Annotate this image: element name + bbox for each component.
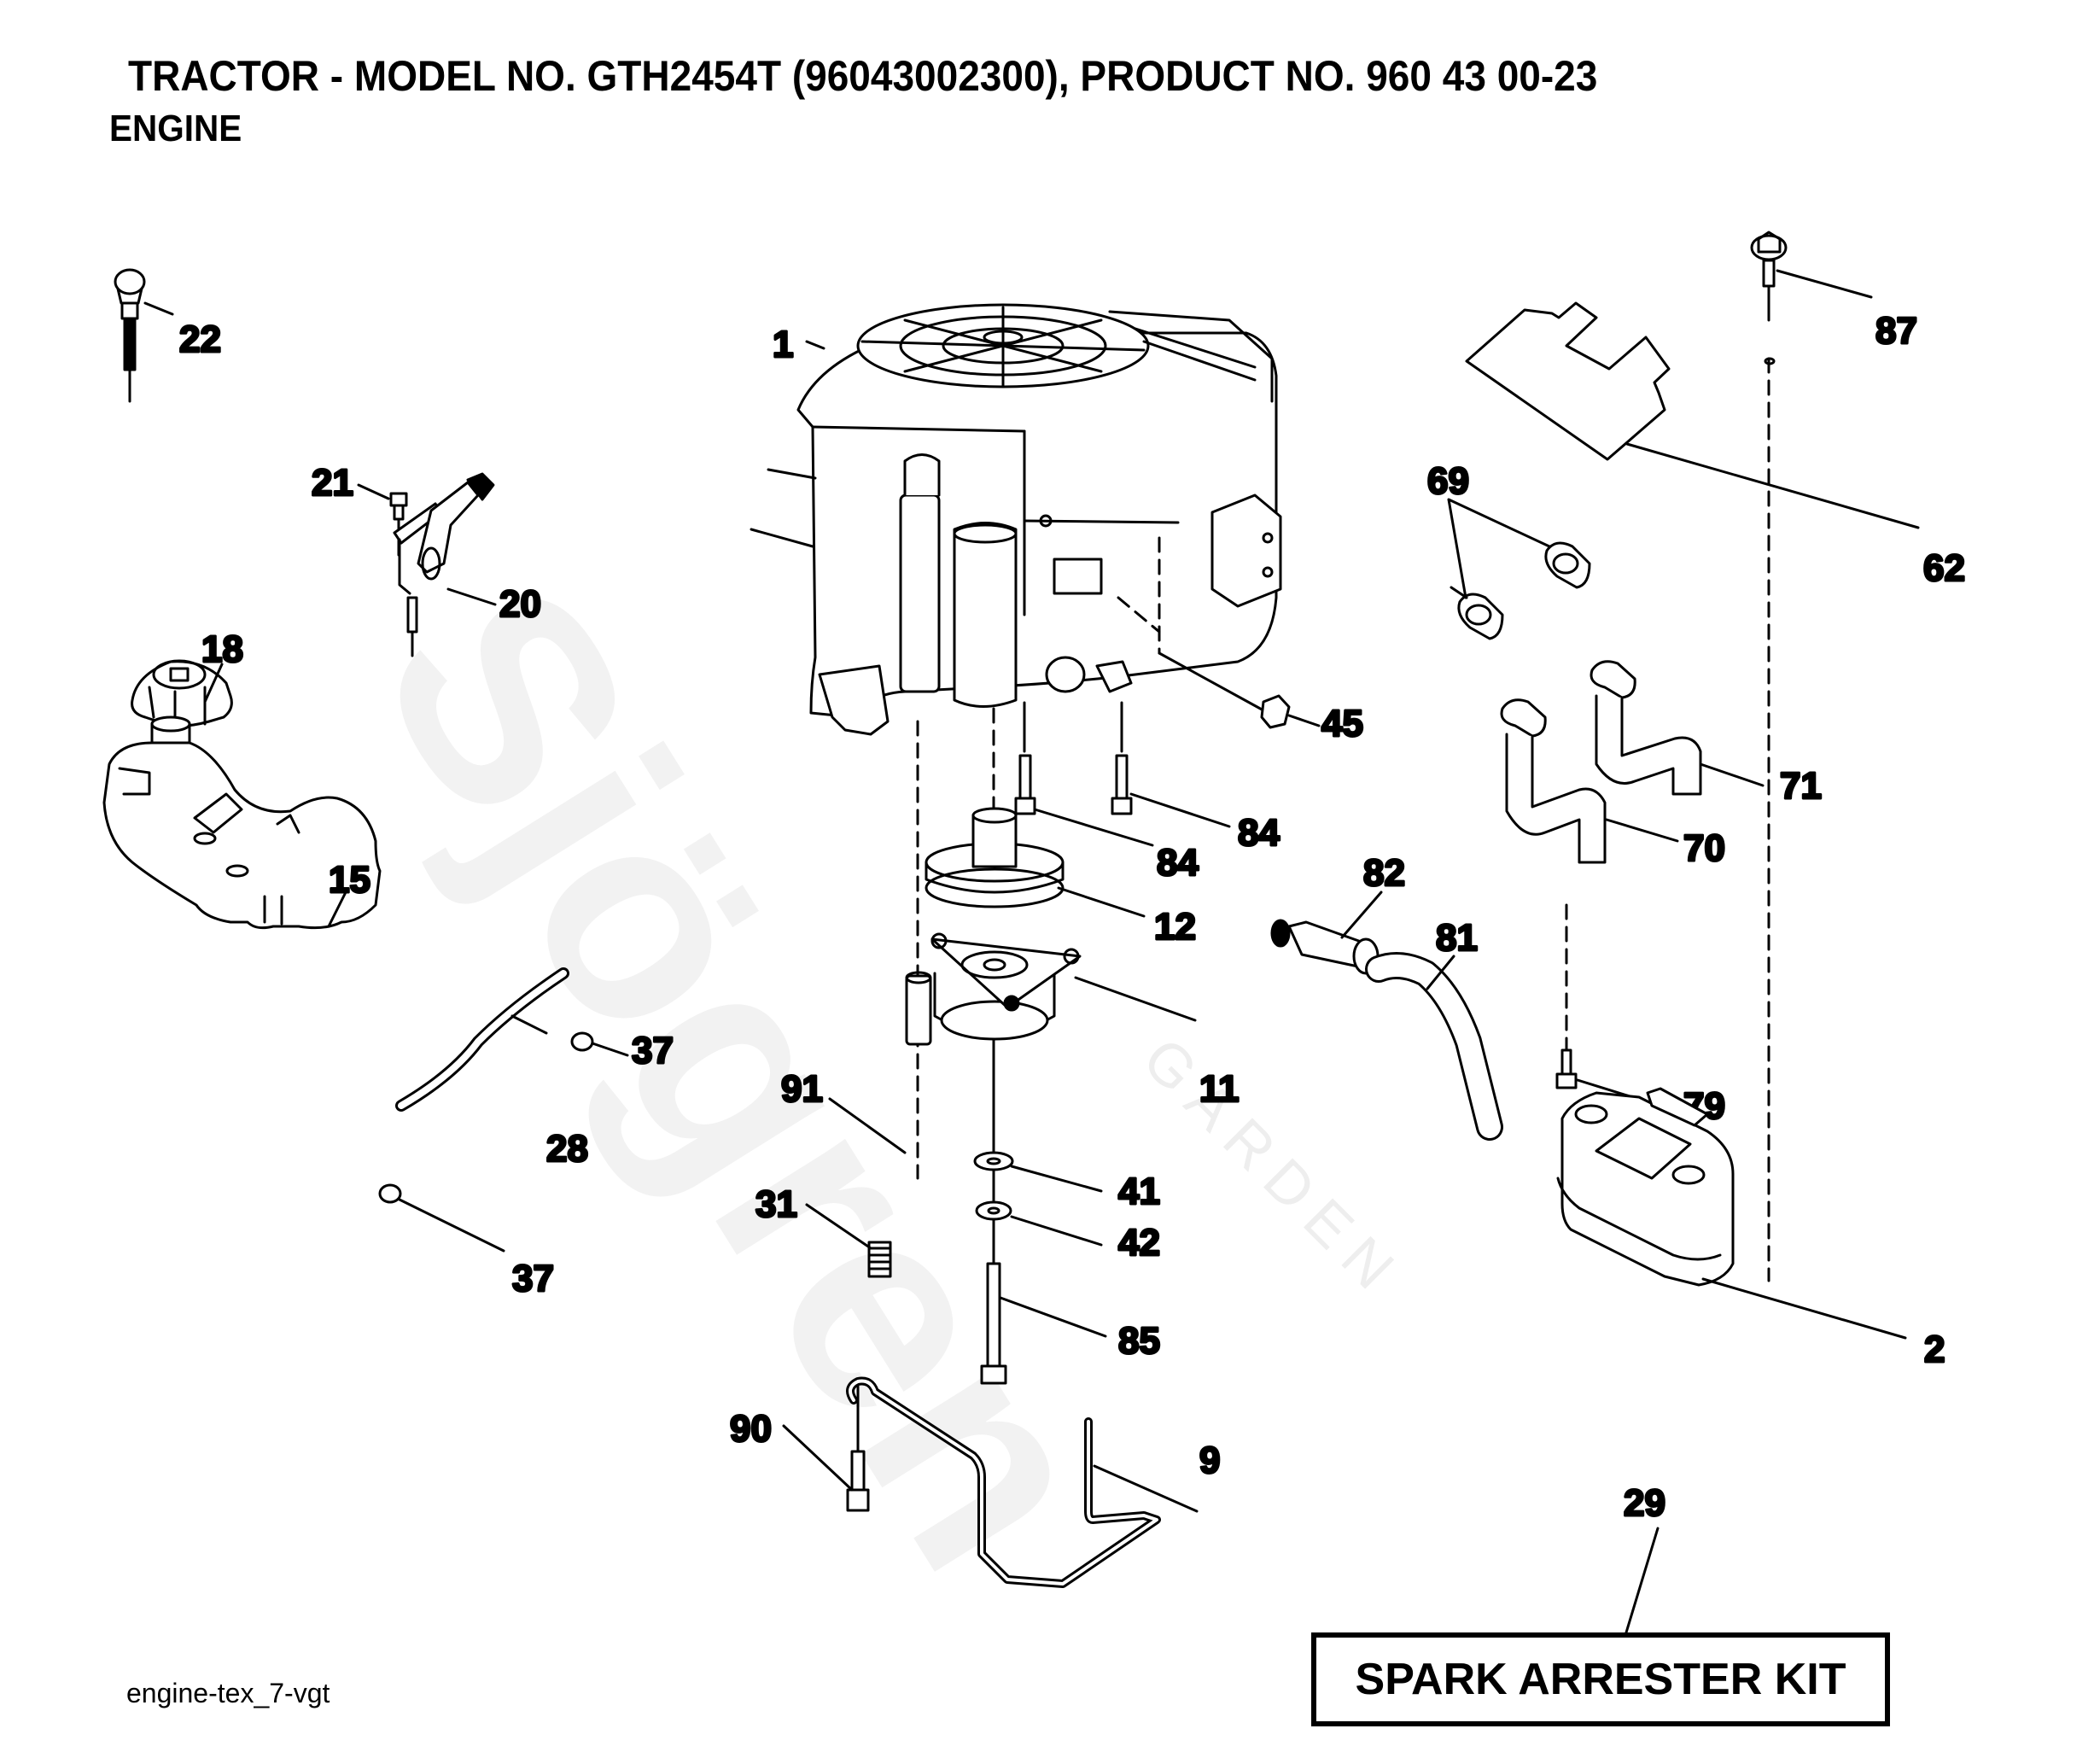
callout-91[interactable]: 91 [780,1067,825,1112]
callout-41[interactable]: 41 [1117,1170,1162,1214]
part-91-spacer[interactable] [905,971,932,1046]
callout-31[interactable]: 31 [755,1183,799,1227]
leader-42 [1010,1215,1103,1247]
callout-90[interactable]: 90 [729,1407,773,1451]
leader-9 [1093,1464,1199,1513]
callout-21[interactable]: 21 [311,461,355,505]
leader-37a [591,1042,629,1057]
callout-22[interactable]: 22 [178,318,223,362]
part-62-heat-shield[interactable] [1465,301,1776,461]
part-28-fuel-line[interactable] [395,967,569,1112]
callout-42[interactable]: 42 [1117,1221,1162,1265]
callout-15[interactable]: 15 [328,858,372,902]
part-22-choke-knob[interactable] [114,268,146,403]
part-84-bolt-left[interactable] [1014,754,1036,815]
leader-15 [327,891,347,928]
leader-21 [357,483,390,500]
callout-11[interactable]: 11 [1199,1067,1241,1112]
part-37-hose-clamp-lower[interactable] [378,1183,402,1204]
leader-62 [1625,442,1920,529]
leader-20 [446,587,497,606]
leader-28 [510,1014,548,1035]
leader-11 [1074,976,1197,1022]
leader-41 [1010,1165,1103,1193]
callout-9[interactable]: 9 [1199,1439,1222,1483]
part-71-exhaust-pipe-right[interactable] [1590,660,1702,796]
callout-71[interactable]: 71 [1779,764,1823,809]
part-82-drain-valve[interactable] [1270,919,1380,975]
callout-62[interactable]: 62 [1922,546,1967,591]
callout-87[interactable]: 87 [1875,309,1919,353]
callout-37b[interactable]: 37 [511,1257,556,1301]
callout-37a[interactable]: 37 [631,1029,675,1073]
part-45-nut[interactable] [1260,694,1291,729]
drawing-id: engine-tex_7-vgt [126,1678,330,1708]
leader-31 [805,1203,872,1250]
leader-84b [1129,792,1231,828]
callout-69[interactable]: 69 [1426,459,1471,504]
callout-70[interactable]: 70 [1683,826,1727,871]
leader-90 [782,1424,854,1492]
leader-12 [1057,886,1146,918]
callout-29[interactable]: 29 [1623,1481,1667,1526]
leader-1 [805,340,825,350]
callout-84b[interactable]: 84 [1237,811,1281,856]
part-79-bolt[interactable] [1555,1048,1578,1089]
callout-12[interactable]: 12 [1153,905,1198,949]
leader-29 [1625,1527,1660,1634]
leader-84a [1033,808,1154,847]
page-title: TRACTOR - MODEL NO. GTH2454T (9604300230… [128,52,1598,100]
leader-37b [398,1198,505,1253]
spark-arrester-kit-box[interactable]: SPARK ARRESTER KIT [1311,1632,1890,1726]
part-20-throttle-control[interactable] [393,472,495,657]
part-70-exhaust-pipe-left[interactable] [1500,698,1607,864]
part-84-bolt-right[interactable] [1111,754,1133,815]
callout-45[interactable]: 45 [1321,702,1365,746]
leader-22 [143,301,174,316]
leader-85 [999,1296,1107,1338]
part-87-screw[interactable] [1750,231,1788,322]
leader-2 [1701,1277,1907,1340]
part-18-fuel-cap[interactable] [131,659,233,727]
callout-82[interactable]: 82 [1362,851,1407,896]
callout-84a[interactable]: 84 [1156,841,1200,885]
part-12-pulley[interactable] [925,807,1065,908]
part-37-hose-clamp-upper[interactable] [570,1031,594,1052]
leader-69 [1447,498,1551,599]
leader-91 [828,1097,907,1154]
callout-81[interactable]: 81 [1435,916,1479,961]
leader-45 [1287,714,1321,727]
spark-arrester-kit-label: SPARK ARRESTER KIT [1355,1655,1846,1704]
leader-81 [1426,955,1455,990]
leader-18 [203,663,224,704]
part-85-bolt[interactable] [980,1262,1007,1385]
part-69-gasket-left[interactable] [1457,593,1504,640]
alignment-lines [916,357,1770,1282]
part-41-washer[interactable] [973,1151,1014,1171]
callout-28[interactable]: 28 [545,1127,590,1171]
callout-18[interactable]: 18 [201,628,245,672]
part-15-fuel-tank[interactable] [102,715,382,930]
part-2-muffler[interactable] [1556,1087,1735,1287]
leader-82 [1340,891,1383,939]
part-90-bolt[interactable] [846,1450,870,1512]
callout-2[interactable]: 2 [1923,1328,1946,1372]
part-31-spring[interactable] [867,1241,892,1278]
part-69-gasket-right[interactable] [1544,541,1591,589]
leader-71 [1699,762,1765,787]
callout-20[interactable]: 20 [499,582,543,627]
leader-70 [1605,818,1679,843]
part-81-drain-hose[interactable] [1365,952,1503,1141]
leader-69a [1450,586,1468,599]
part-42-lock-washer[interactable] [975,1200,1012,1221]
section-title: ENGINE [109,108,242,149]
part-1-engine[interactable] [750,303,1282,736]
leader-87 [1776,269,1873,299]
callout-1[interactable]: 1 [772,323,795,367]
part-9-bracket-rod[interactable] [846,1376,1161,1588]
callout-85[interactable]: 85 [1117,1319,1162,1364]
part-11-electric-clutch[interactable] [930,932,1082,1041]
